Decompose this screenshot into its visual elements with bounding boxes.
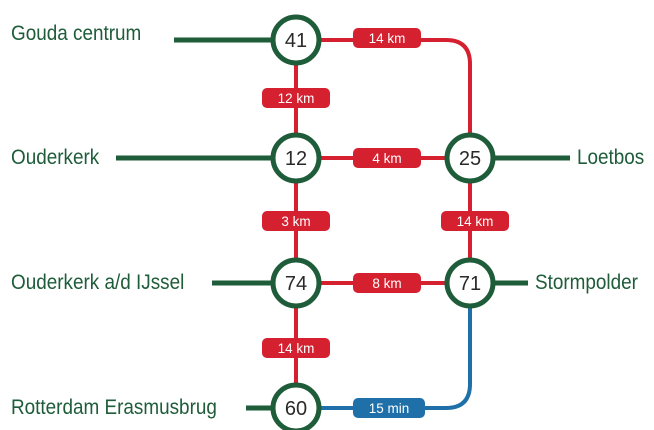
- distance-badge-12-25: 4 km: [353, 148, 421, 168]
- place-label-ouderkerk-ijssel: Ouderkerk a/d IJssel: [11, 271, 185, 294]
- svg-text:15 min: 15 min: [369, 401, 410, 416]
- svg-text:14 km: 14 km: [369, 31, 406, 46]
- svg-text:74: 74: [285, 273, 307, 295]
- place-label-rotterdam-erasmusbrug: Rotterdam Erasmusbrug: [11, 396, 217, 419]
- svg-text:12 km: 12 km: [278, 91, 315, 106]
- junction-node-12: 12: [270, 132, 322, 184]
- distance-badge-25-71: 14 km: [441, 211, 509, 231]
- junction-node-41: 41: [270, 14, 322, 66]
- svg-text:14 km: 14 km: [278, 341, 315, 356]
- distance-badge-74-60: 14 km: [262, 338, 330, 358]
- svg-text:12: 12: [285, 148, 307, 170]
- junction-node-74: 74: [270, 257, 322, 309]
- distance-badge-74-71: 8 km: [353, 273, 421, 293]
- place-label-ouderkerk: Ouderkerk: [11, 146, 100, 169]
- svg-text:71: 71: [459, 273, 481, 295]
- svg-text:3 km: 3 km: [281, 214, 310, 229]
- place-label-loetbos: Loetbos: [577, 146, 645, 169]
- junction-node-60: 60: [270, 382, 322, 430]
- distance-badge-41-25: 14 km: [353, 28, 421, 48]
- route-41-25-71: [296, 38, 472, 283]
- duration-badge-60-71: 15 min: [353, 398, 425, 418]
- svg-text:14 km: 14 km: [457, 214, 494, 229]
- svg-text:25: 25: [459, 148, 481, 170]
- distance-badge-41-12: 12 km: [262, 88, 330, 108]
- svg-text:41: 41: [285, 30, 307, 52]
- junction-node-25: 25: [444, 132, 496, 184]
- svg-text:8 km: 8 km: [372, 276, 401, 291]
- distance-badge-12-74: 3 km: [262, 211, 330, 231]
- place-label-stormpolder: Stormpolder: [535, 271, 638, 294]
- route-60-71-ferry: [296, 283, 472, 410]
- svg-text:60: 60: [285, 398, 307, 420]
- junction-node-71: 71: [444, 257, 496, 309]
- svg-text:4 km: 4 km: [372, 151, 401, 166]
- place-label-gouda-centrum: Gouda centrum: [11, 22, 142, 45]
